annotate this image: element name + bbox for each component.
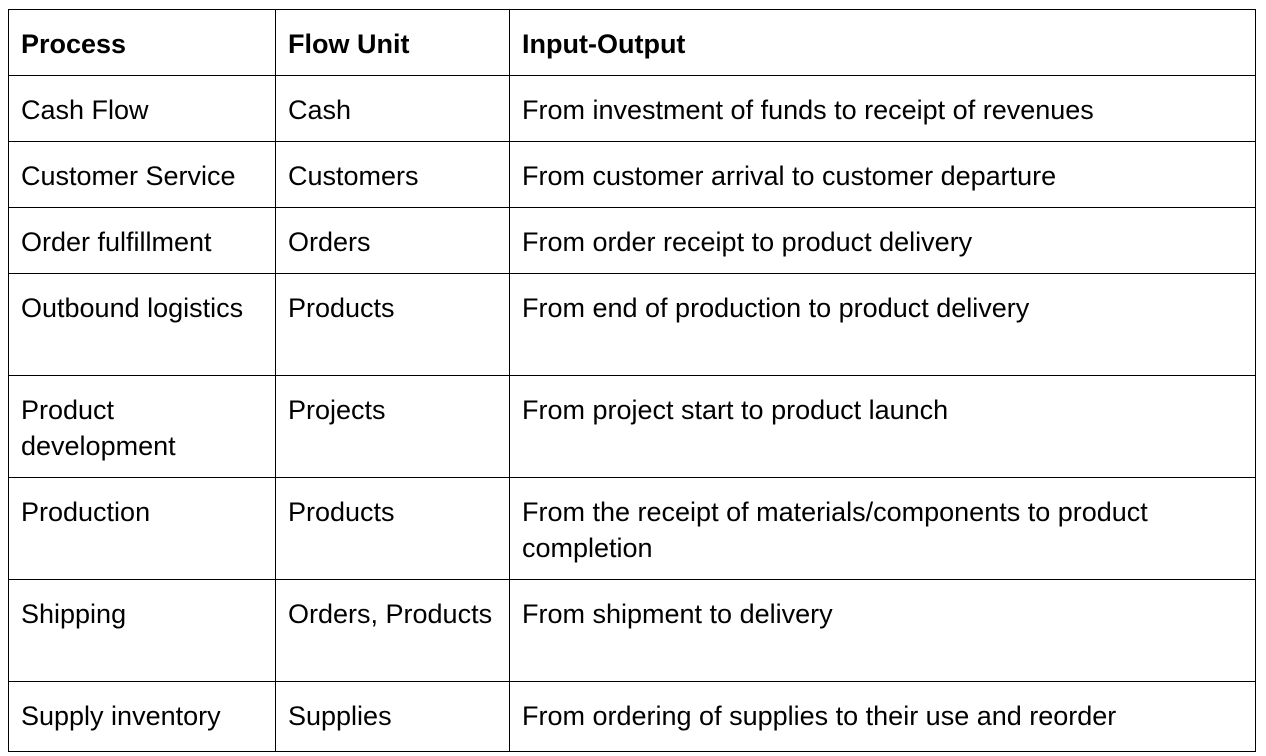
cell-process: Customer Service: [8, 141, 276, 208]
cell-process: Product development: [8, 375, 276, 478]
cell-input-output: From order receipt to product delivery: [509, 207, 1256, 274]
cell-flow-unit: Products: [275, 273, 510, 376]
cell-process: Supply inventory: [8, 681, 276, 752]
table-row: Order fulfillment Orders From order rece…: [8, 207, 1256, 274]
table-row: Supply inventory Supplies From ordering …: [8, 681, 1256, 752]
table-row: Production Products From the receipt of …: [8, 477, 1256, 580]
cell-input-output: From investment of funds to receipt of r…: [509, 75, 1256, 142]
cell-flow-unit: Orders, Products: [275, 579, 510, 682]
table-row: Customer Service Customers From customer…: [8, 141, 1256, 208]
cell-flow-unit: Cash: [275, 75, 510, 142]
table-row: Shipping Orders, Products From shipment …: [8, 579, 1256, 682]
table-header-row: Process Flow Unit Input-Output: [8, 9, 1256, 76]
cell-input-output: From end of production to product delive…: [509, 273, 1256, 376]
table-row: Outbound logistics Products From end of …: [8, 273, 1256, 376]
cell-process: Cash Flow: [8, 75, 276, 142]
cell-process: Shipping: [8, 579, 276, 682]
cell-input-output: From project start to product launch: [509, 375, 1256, 478]
cell-flow-unit: Supplies: [275, 681, 510, 752]
cell-flow-unit: Customers: [275, 141, 510, 208]
header-process: Process: [8, 9, 276, 76]
cell-flow-unit: Orders: [275, 207, 510, 274]
cell-input-output: From customer arrival to customer depart…: [509, 141, 1256, 208]
cell-input-output: From shipment to delivery: [509, 579, 1256, 682]
process-flow-table: Process Flow Unit Input-Output Cash Flow…: [8, 9, 1256, 752]
table-row: Product development Projects From projec…: [8, 375, 1256, 478]
cell-input-output: From ordering of supplies to their use a…: [509, 681, 1256, 752]
cell-process: Outbound logistics: [8, 273, 276, 376]
table-row: Cash Flow Cash From investment of funds …: [8, 75, 1256, 142]
cell-flow-unit: Products: [275, 477, 510, 580]
cell-flow-unit: Projects: [275, 375, 510, 478]
cell-process: Order fulfillment: [8, 207, 276, 274]
header-input-output: Input-Output: [509, 9, 1256, 76]
header-flow-unit: Flow Unit: [275, 9, 510, 76]
cell-process: Production: [8, 477, 276, 580]
cell-input-output: From the receipt of materials/components…: [509, 477, 1256, 580]
